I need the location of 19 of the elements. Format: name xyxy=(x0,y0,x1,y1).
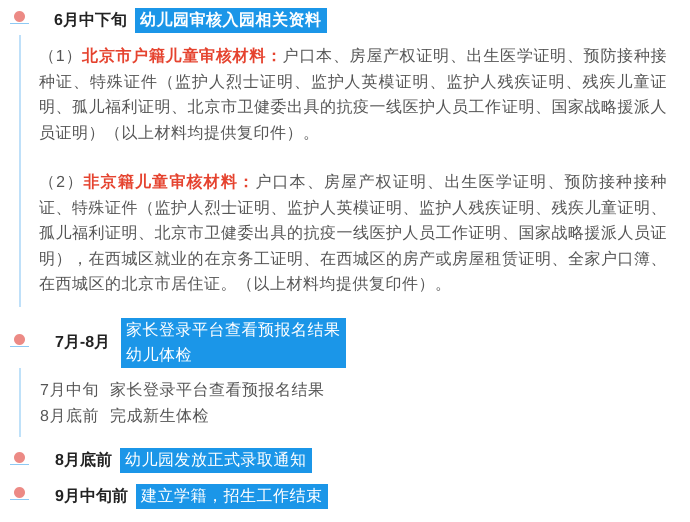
highlight-box xyxy=(121,318,346,368)
highlight-box xyxy=(120,448,312,473)
highlight-text: 家长登录平台查看预报名结果 xyxy=(126,320,340,341)
paragraph: （1）北京市户籍儿童审核材料：户口本、房屋产权证明、出生医学证明、预防接种接种证、特殊证件（监护人烈士证明、监护人英模证明、监护人残疾证明、残疾儿童证明、孤儿福利证明、北京市卫健委出具的抗疫一线医护人员工作证明、国家战略援派人员证明）（以上材料均提供复印件）。 xyxy=(39,46,667,144)
schedule-date: 8月底前 xyxy=(40,407,99,427)
schedule-item: 家长登录平台查看预报名结果 xyxy=(110,381,324,401)
highlight-box xyxy=(136,484,328,509)
highlight-text: 幼儿园发放正式录取通知 xyxy=(125,450,306,471)
date-label: 6月中下旬 xyxy=(54,11,127,31)
highlight-text: 幼儿园审核入园相关资料 xyxy=(140,10,322,31)
highlight-text: 建立学籍，招生工作结束 xyxy=(141,486,322,507)
schedule-item: 完成新生体检 xyxy=(110,407,209,427)
highlight-text: 幼儿体检 xyxy=(126,346,193,366)
date-label: 9月中旬前 xyxy=(55,487,128,507)
paragraph: （2）非京籍儿童审核材料：户口本、房屋产权证明、出生医学证明、预防接种接种证、特殊证件（监护人烈士证明、监护人英模证明、监护人残疾证明、残疾儿童证明、孤儿福利证明、北京市卫健委出具的抗疫一线医护人员工作证明、国家战略援派人员证明），在西城区就业的在京务工证明、在西城区的房产或房屋租赁证明、全家户口簿、在西城区的北京市居住证。（以上材料均提供复印件）。 xyxy=(39,172,667,295)
date-label: 7月-8月 xyxy=(55,333,110,353)
schedule-date: 7月中旬 xyxy=(40,381,99,401)
highlight-box xyxy=(135,8,326,33)
date-label: 8月底前 xyxy=(55,451,112,471)
